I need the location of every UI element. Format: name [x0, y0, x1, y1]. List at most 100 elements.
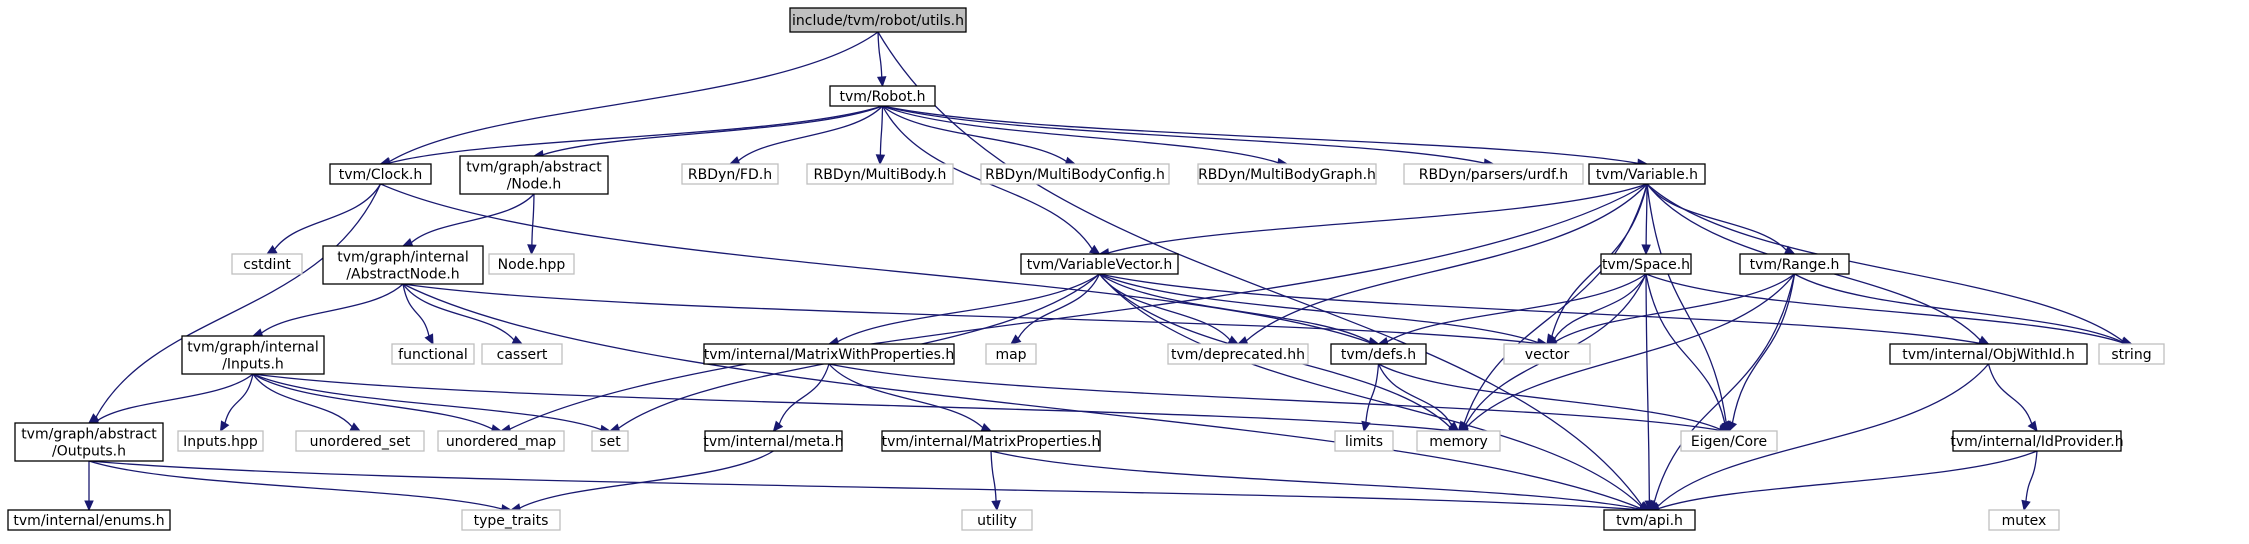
node-label: tvm/graph/internal [187, 340, 319, 356]
node-box [231, 253, 303, 275]
node-label: vector [1525, 347, 1570, 363]
node-box [1603, 509, 1696, 531]
node-varvector[interactable]: tvm/VariableVector.h [1020, 253, 1179, 275]
node-box [295, 430, 425, 452]
node-cassert: cassert [481, 343, 563, 365]
edge-abstractnode-to-functional [402, 283, 434, 346]
node-meta[interactable]: tvm/internal/meta.h [703, 430, 844, 452]
node-nodehpp: Node.hpp [488, 253, 575, 275]
edge-line [990, 450, 997, 502]
node-space[interactable]: tvm/Space.h [1600, 253, 1692, 275]
edge-clock-to-cstdint [265, 183, 382, 255]
edge-varvector-to-matwithprops [827, 273, 1100, 347]
node-label: RBDyn/MultiBodyConfig.h [985, 167, 1165, 183]
node-enums[interactable]: tvm/internal/enums.h [7, 509, 171, 531]
edge-arrowhead [772, 420, 784, 432]
edge-line [1377, 363, 1453, 426]
node-box [1330, 343, 1427, 365]
node-box [1588, 163, 1706, 185]
node-defs[interactable]: tvm/defs.h [1330, 343, 1427, 365]
node-variable[interactable]: tvm/Variable.h [1588, 163, 1706, 185]
node-abstractnode[interactable]: tvm/graph/internal/AbstractNode.h [322, 245, 484, 285]
node-label: tvm/internal/MatrixProperties.h [882, 434, 1101, 450]
node-label: /Outputs.h [52, 444, 126, 460]
node-outputs[interactable]: tvm/graph/abstract/Outputs.h [14, 422, 164, 462]
edge-line [1646, 183, 1787, 251]
node-box [459, 155, 609, 195]
node-label: tvm/Clock.h [339, 167, 423, 183]
edge-abstractnode-to-vector [402, 283, 1549, 349]
node-absnode[interactable]: tvm/graph/abstract/Node.h [459, 155, 609, 195]
node-label: Eigen/Core [1691, 434, 1767, 450]
node-box [1167, 343, 1309, 365]
node-box [1334, 430, 1394, 452]
edge-arrowhead [527, 244, 537, 256]
node-box [1739, 253, 1850, 275]
edge-arrowhead [875, 154, 886, 166]
node-cstdint: cstdint [231, 253, 303, 275]
edge-line [261, 283, 404, 334]
node-matwithprops[interactable]: tvm/internal/MatrixWithProperties.h [703, 343, 955, 365]
edge-line [828, 363, 984, 429]
node-box [703, 343, 955, 365]
edge-robot-to-absnode [532, 105, 883, 160]
edge-line [1653, 273, 1796, 503]
edge-arrowhead [1010, 334, 1022, 345]
edge-outputs-to-enums [84, 461, 94, 512]
edge-line [1245, 183, 1648, 342]
node-label: set [599, 434, 621, 450]
node-box [1020, 253, 1179, 275]
edge-line [1646, 183, 1727, 423]
node-label: tvm/defs.h [1341, 347, 1416, 363]
edge-arrowhead [1641, 244, 1651, 256]
node-box [1680, 430, 1778, 452]
node-utils[interactable]: include/tvm/robot/utils.h [789, 7, 967, 33]
edge-line [252, 373, 1450, 432]
edge-arrowhead [511, 335, 524, 345]
edge-space-to-vector [1545, 273, 1647, 345]
node-box [1600, 253, 1692, 275]
node-box [481, 343, 563, 365]
edge-matprops-to-api [990, 450, 1651, 514]
edge-line [1108, 183, 1648, 254]
edge-space-to-eigen [1645, 273, 1730, 433]
edge-line [1645, 273, 2123, 344]
node-robot[interactable]: tvm/Robot.h [829, 85, 936, 107]
node-label: map [995, 347, 1026, 363]
graph-edges [84, 31, 2133, 515]
node-label: RBDyn/parsers/urdf.h [1419, 167, 1568, 183]
edge-line [1646, 183, 2124, 342]
node-inputs[interactable]: tvm/graph/internal/Inputs.h [181, 335, 325, 375]
node-label: cassert [497, 347, 548, 363]
edge-line [402, 283, 1539, 345]
node-objwithid[interactable]: tvm/internal/ObjWithId.h [1889, 343, 2088, 365]
edge-line [402, 283, 515, 341]
node-clock[interactable]: tvm/Clock.h [329, 163, 432, 185]
node-idprovider[interactable]: tvm/internal/IdProvider.h [1950, 430, 2124, 452]
edge-line [1555, 273, 1795, 343]
node-label: tvm/Space.h [1602, 257, 1690, 273]
node-deprecated: tvm/deprecated.hh [1167, 343, 1309, 365]
node-box [14, 422, 164, 462]
edge-robot-to-urdf [882, 105, 1495, 168]
edge-arrowhead [2027, 420, 2038, 432]
node-label: functional [398, 347, 468, 363]
edge-varvector-to-defs [1099, 273, 1380, 347]
edge-line [2025, 450, 2038, 502]
edge-line [389, 105, 883, 164]
node-label: RBDyn/MultiBodyGraph.h [1198, 167, 1376, 183]
node-api[interactable]: tvm/api.h [1603, 509, 1696, 531]
edge-line [1099, 273, 1980, 344]
edge-inputs-to-outputs [87, 373, 254, 425]
node-fd: RBDyn/FD.h [681, 163, 779, 185]
edge-idprovider-to-mutex [2021, 450, 2038, 512]
node-label: /AbstractNode.h [346, 267, 459, 283]
node-range[interactable]: tvm/Range.h [1739, 253, 1850, 275]
node-box [437, 430, 565, 452]
node-vector: vector [1503, 343, 1591, 365]
node-matprops[interactable]: tvm/internal/MatrixProperties.h [881, 430, 1101, 452]
edge-meta-to-type_traits [509, 450, 774, 513]
node-label: include/tvm/robot/utils.h [792, 13, 964, 29]
node-label: tvm/api.h [1616, 513, 1683, 529]
edge-matwithprops-to-meta [772, 363, 830, 432]
